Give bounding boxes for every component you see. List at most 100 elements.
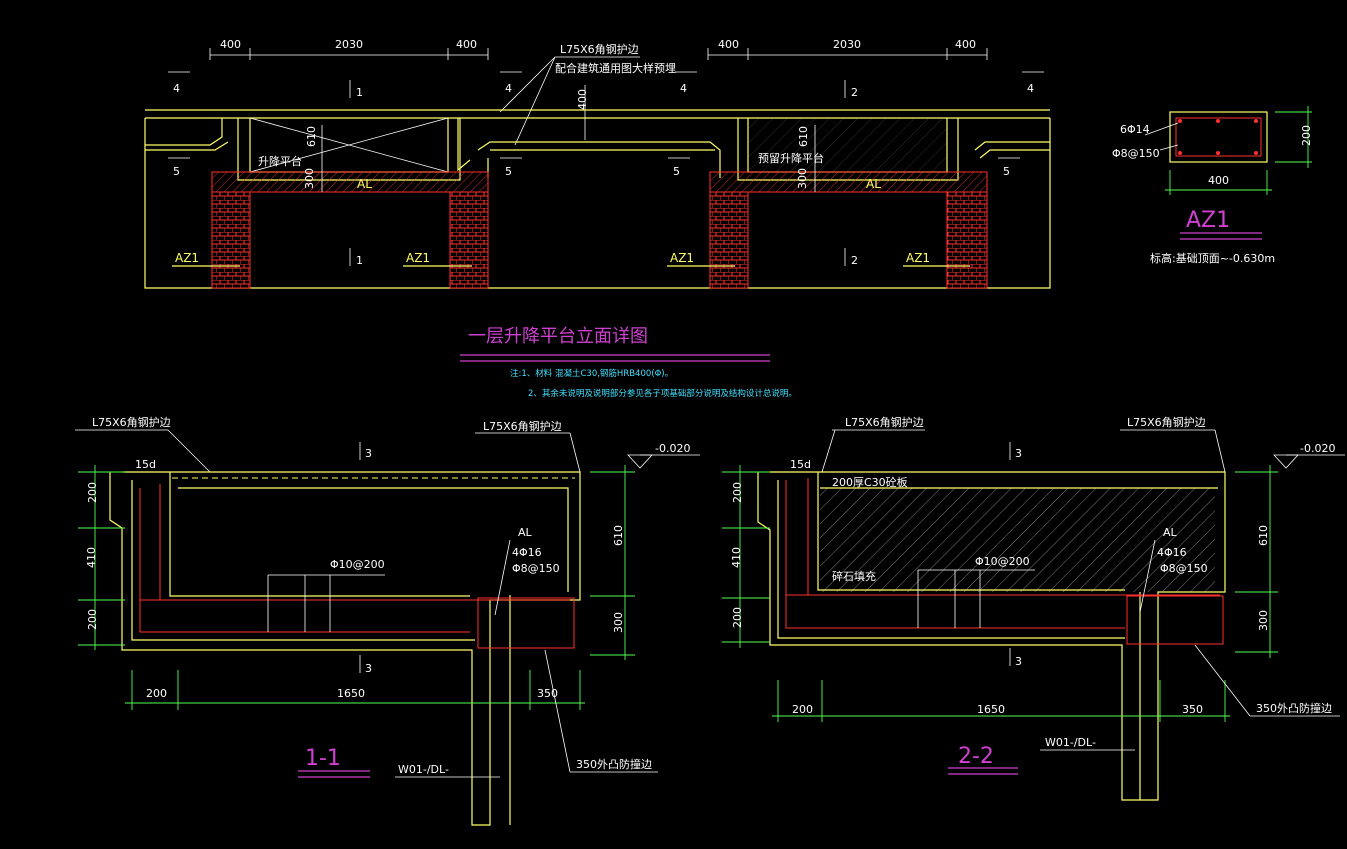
dim-left: 410: [730, 547, 743, 568]
elevation-view: 400 2030 400 400 2030 400 L75X6角钢护边 配合建筑…: [144, 38, 1051, 289]
dim-bottom: 350: [1182, 703, 1203, 716]
dim-400-vertical: 400: [576, 89, 589, 110]
section-title: 2-2: [958, 744, 994, 769]
az1-title: AZ1: [1186, 208, 1230, 233]
level-mark: -0.020: [1300, 442, 1335, 455]
beam-label: AL: [866, 177, 881, 191]
marker-4: 4: [173, 82, 180, 95]
dim-300: 300: [796, 168, 809, 189]
section-mark-bottom: 3: [365, 662, 372, 675]
angle-label-right: L75X6角钢护边: [1127, 415, 1206, 429]
dim-left: 200: [86, 482, 99, 503]
wall-label: W01-/DL-: [1045, 736, 1096, 749]
dim-left: 200: [731, 607, 744, 628]
beam-stirrup: Φ8@150: [1160, 562, 1208, 575]
column-label: AZ1: [175, 251, 199, 265]
platform-label-right: 预留升降平台: [758, 151, 824, 165]
leader-note-embed: 配合建筑通用图大样预埋: [555, 61, 676, 75]
dim-300: 300: [303, 168, 316, 189]
dim-bottom: 1650: [977, 703, 1005, 716]
dim-610: 610: [797, 126, 810, 147]
column-label: AZ1: [670, 251, 694, 265]
az1-labels: AZ1 AZ1 AZ1 AZ1: [172, 251, 970, 267]
column-az1: [449, 191, 489, 289]
az1-height: 200: [1300, 125, 1313, 146]
column-az1: [946, 191, 988, 289]
dim-bottom: 350: [537, 687, 558, 700]
dim-610: 610: [305, 126, 318, 147]
column-label: AZ1: [406, 251, 430, 265]
marker-5: 5: [505, 165, 512, 178]
dim-right: 610: [612, 525, 625, 546]
dim-left: 200: [731, 482, 744, 503]
leader-note-angle: L75X6角钢护边: [560, 42, 639, 56]
dim-left: 200: [86, 609, 99, 630]
beam-rebar: 4Φ16: [1157, 546, 1187, 559]
dim-text: 400: [220, 38, 241, 51]
fill-label: 碎石填充: [832, 569, 876, 583]
column-label: AZ1: [906, 251, 930, 265]
slab-rebar: Φ10@200: [330, 558, 385, 571]
angle-label-left: L75X6角钢护边: [92, 415, 171, 429]
marker-5: 5: [673, 165, 680, 178]
dim-text: 400: [456, 38, 477, 51]
lap-label: 15d: [790, 458, 811, 471]
beam-label: AL: [357, 177, 372, 191]
platform-label-left: 升降平台: [258, 154, 302, 168]
curb-label: 350外凸防撞边: [1256, 701, 1332, 715]
elevation-dims-right: 400 2030 400: [707, 38, 988, 60]
column-az1: [211, 191, 251, 289]
az1-width: 400: [1208, 174, 1229, 187]
dim-right: 300: [612, 612, 625, 633]
dim-right: 300: [1257, 610, 1270, 631]
section-l2-top: 2: [851, 86, 858, 99]
level-mark: -0.020: [655, 442, 690, 455]
dim-left: 410: [85, 547, 98, 568]
marker-4: 4: [505, 82, 512, 95]
beam-stirrup: Φ8@150: [512, 562, 560, 575]
angle-label-left: L75X6角钢护边: [845, 415, 924, 429]
beam-label: AL: [1163, 526, 1178, 539]
wall-label: W01-/DL-: [398, 763, 449, 776]
main-title: 一层升降平台立面详图: [468, 326, 648, 347]
angle-label-right: L75X6角钢护边: [483, 419, 562, 433]
dim-bottom: 200: [792, 703, 813, 716]
lap-label: 15d: [135, 458, 156, 471]
section-mark-bottom: 3: [1015, 655, 1022, 668]
section-1-1: L75X6角钢护边 L75X6角钢护边 3 3 -0.020 15d Φ10@2…: [75, 415, 700, 826]
slab-rebar: Φ10@200: [975, 555, 1030, 568]
elevation-dims-left: 400 2030 400: [209, 38, 489, 60]
note-line-2: 2、其余未说明及说明部分参见各子项基础部分说明及结构设计总说明。: [528, 388, 797, 399]
section-2-2: L75X6角钢护边 L75X6角钢护边 3 3 -0.020 15d 200厚C…: [722, 415, 1345, 801]
az1-detail: 6Φ14 Φ8@150 400 200 AZ1 标高:基础顶面~-0.630m: [1112, 106, 1313, 265]
top-slab-label: 200厚C30砼板: [832, 475, 908, 489]
az1-elevation-note: 标高:基础顶面~-0.630m: [1150, 251, 1275, 265]
section-title: 1-1: [305, 746, 341, 771]
dim-text: 2030: [335, 38, 363, 51]
az1-rebar: 6Φ14: [1120, 123, 1150, 136]
note-line-1: 注:1、材料 混凝土C30,钢筋HRB400(Φ)。: [510, 368, 673, 379]
dim-text: 400: [718, 38, 739, 51]
dim-text: 2030: [833, 38, 861, 51]
curb-label: 350外凸防撞边: [576, 757, 652, 771]
dim-text: 400: [955, 38, 976, 51]
dim-right: 610: [1257, 525, 1270, 546]
section-mark-top: 3: [365, 447, 372, 460]
section-l2-bottom: 2: [851, 254, 858, 267]
beam-rebar: 4Φ16: [512, 546, 542, 559]
section-l1-top: 1: [356, 86, 363, 99]
section-markers-4: 4 4 4 4: [168, 71, 1044, 95]
dim-bottom: 200: [146, 687, 167, 700]
gravel-fill-hatch: [820, 488, 1215, 592]
column-az1: [709, 191, 749, 289]
marker-4: 4: [680, 82, 687, 95]
dim-bottom: 1650: [337, 687, 365, 700]
section-mark-top: 3: [1015, 447, 1022, 460]
marker-5: 5: [173, 165, 180, 178]
beam-left: [211, 171, 489, 193]
az1-stirrup: Φ8@150: [1112, 147, 1160, 160]
marker-4: 4: [1027, 82, 1034, 95]
beam-right: [709, 171, 988, 193]
marker-5: 5: [1003, 165, 1010, 178]
